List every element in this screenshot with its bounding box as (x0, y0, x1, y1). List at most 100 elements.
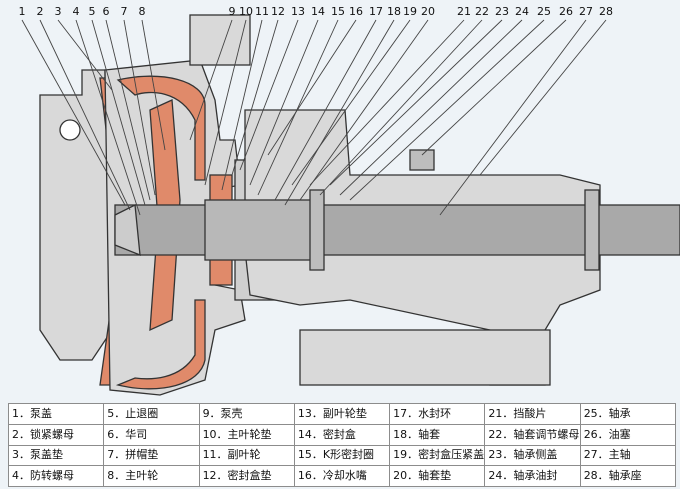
pump-cross-section: 1 2 3 4 5 6 7 8 9 10 11 12 13 14 15 16 1… (19, 5, 680, 396)
callout-18: 18 (387, 5, 401, 18)
leader-22 (319, 19, 483, 196)
legend-cell: 15．K形密封圈 (293, 444, 391, 467)
callout-28: 28 (599, 5, 613, 18)
leader-19 (291, 19, 411, 186)
legend-cell: 27．主轴 (579, 444, 677, 467)
callout-10: 10 (239, 5, 253, 18)
legend-cell: 7．拼帽垫 (103, 444, 200, 467)
oil-plug (409, 149, 435, 171)
leader-12 (231, 19, 279, 176)
leader-8 (141, 19, 166, 151)
leader-26 (421, 19, 567, 156)
bearing-front (309, 189, 325, 271)
leader-13 (239, 19, 299, 171)
lock-nut (114, 203, 141, 257)
legend-cell: 13．副叶轮垫 (293, 403, 391, 425)
callout-13: 13 (291, 5, 305, 18)
legend-cell: 22．轴套调节螺母 (484, 423, 581, 446)
legend-cell: 25．轴承 (579, 403, 677, 425)
callout-9: 9 (229, 5, 236, 18)
legend-cell: 20．轴套垫 (389, 465, 486, 487)
legend-cell: 26．油塞 (579, 423, 677, 446)
callout-8: 8 (139, 5, 146, 18)
leader-3 (57, 19, 113, 91)
legend-cell: 9．泵壳 (198, 403, 295, 425)
leader-7 (123, 19, 156, 196)
leader-17 (274, 19, 377, 201)
callout-16: 16 (349, 5, 363, 18)
callout-26: 26 (559, 5, 573, 18)
callout-21: 21 (457, 5, 471, 18)
pump-cover (39, 69, 113, 361)
legend-cell: 24．轴承油封 (484, 465, 581, 487)
leader-4 (75, 19, 141, 216)
legend-cell: 4．防转螺母 (7, 465, 105, 487)
callout-11: 11 (255, 5, 269, 18)
callout-27: 27 (579, 5, 593, 18)
bearing-rear (584, 189, 600, 271)
leader-28 (479, 19, 607, 176)
leader-15 (257, 19, 339, 196)
legend-cell: 3．泵盖垫 (7, 444, 105, 467)
legend-cell: 21．挡酸片 (484, 403, 581, 425)
leader-20 (299, 19, 429, 201)
legend-cell: 5．止退圈 (103, 403, 200, 425)
legend-cell: 23．轴承侧盖 (484, 444, 581, 467)
legend-cell: 14．密封盒 (293, 423, 391, 446)
leader-24 (339, 19, 523, 196)
leader-1 (21, 19, 126, 206)
leader-11 (221, 19, 263, 191)
callout-12: 12 (271, 5, 285, 18)
legend-cell: 16．冷却水嘴 (293, 465, 391, 487)
bearing-housing-base (299, 329, 551, 386)
callout-17: 17 (369, 5, 383, 18)
legend-cell: 17．水封环 (389, 403, 486, 425)
callout-15: 15 (331, 5, 345, 18)
callout-1: 1 (19, 5, 26, 18)
leader-2 (39, 19, 131, 211)
legend-cell: 10．主叶轮垫 (198, 423, 295, 446)
leader-27 (439, 19, 587, 216)
callout-5: 5 (89, 5, 96, 18)
leader-10 (204, 19, 247, 186)
legend-cell: 11．副叶轮 (198, 444, 295, 467)
callout-23: 23 (495, 5, 509, 18)
leader-5 (91, 19, 146, 206)
legend-cell: 2．锁紧螺母 (7, 423, 105, 446)
callout-14: 14 (311, 5, 325, 18)
legend-cell: 18．轴套 (389, 423, 486, 446)
callout-3: 3 (55, 5, 62, 18)
callout-22: 22 (475, 5, 489, 18)
leader-18 (284, 19, 395, 206)
callout-4: 4 (73, 5, 80, 18)
legend-row: 2．锁紧螺母 6．华司 10．主叶轮垫 14．密封盒 18．轴套 22．轴套调节… (7, 423, 677, 446)
legend-cell: 8．主叶轮 (103, 465, 200, 487)
outlet-flange (189, 14, 251, 66)
callout-25: 25 (537, 5, 551, 18)
callout-19: 19 (403, 5, 417, 18)
leader-25 (349, 19, 545, 201)
legend-row: 3．泵盖垫 7．拼帽垫 11．副叶轮 15．K形密封圈 19．密封盒压紧盖 23… (7, 444, 677, 467)
shaft-sleeve (204, 199, 316, 261)
leader-21 (309, 19, 465, 186)
legend-row: 1．泵盖 5．止退圈 9．泵壳 13．副叶轮垫 17．水封环 21．挡酸片 25… (7, 403, 677, 425)
legend-cell: 12．密封盒垫 (198, 465, 295, 487)
callout-2: 2 (37, 5, 44, 18)
callout-numbers: 1 2 3 4 5 6 7 8 9 10 11 12 13 14 15 16 1… (19, 5, 614, 18)
legend-cell: 19．密封盒压紧盖 (389, 444, 486, 467)
leader-16 (267, 19, 357, 156)
legend-cell: 6．华司 (103, 423, 200, 446)
legend-row: 4．防转螺母 8．主叶轮 12．密封盒垫 16．冷却水嘴 20．轴套垫 24．轴… (7, 465, 677, 487)
leader-14 (249, 19, 319, 186)
parts-legend-table: 1．泵盖 5．止退圈 9．泵壳 13．副叶轮垫 17．水封环 21．挡酸片 25… (7, 403, 677, 487)
leader-23 (329, 19, 503, 186)
leader-9 (189, 19, 233, 141)
legend-cell: 1．泵盖 (7, 403, 105, 425)
callout-24: 24 (515, 5, 529, 18)
callout-leader-lines (21, 19, 607, 216)
pump-body (39, 14, 680, 396)
volute-lining (115, 75, 206, 390)
callout-7: 7 (121, 5, 128, 18)
callout-6: 6 (103, 5, 110, 18)
